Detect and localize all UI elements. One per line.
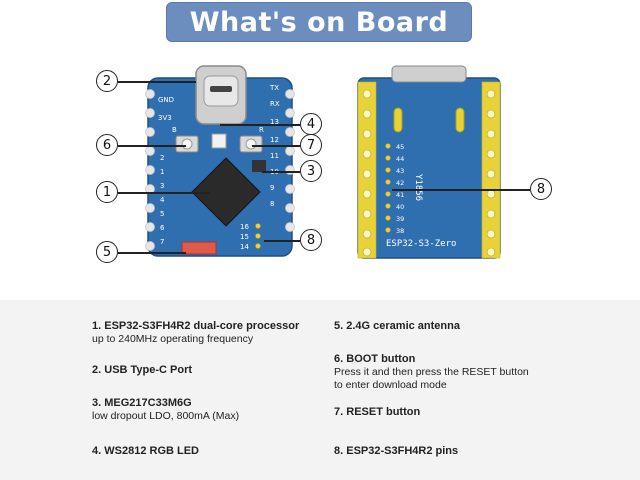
- info-item-8: 8. ESP32-S3FH4R2 pins: [334, 445, 459, 457]
- esp32-chip: [191, 157, 261, 227]
- pin-label-2: 2: [160, 154, 164, 162]
- info-item-2: 2. USB Type-C Port: [92, 364, 193, 376]
- ldo-chip: [252, 160, 266, 172]
- info-item-3: 3. MEG217C33M6G low dropout LDO, 800mA (…: [92, 397, 240, 422]
- pin-label-15: 15: [240, 233, 249, 241]
- leader-7: [252, 145, 300, 147]
- pin-label-5: 5: [160, 210, 164, 218]
- info-item-5: 5. 2.4G ceramic antenna: [334, 320, 460, 332]
- back-silk-model: ESP32-S3-Zero: [386, 239, 456, 249]
- back-pin-40: 40: [396, 203, 404, 211]
- pin-label-14: 14: [240, 243, 249, 251]
- pin-label-4: 4: [160, 196, 165, 204]
- back-pin-44: 44: [396, 155, 404, 163]
- back-pin-41: 41: [396, 191, 404, 199]
- back-silk-code: Y1856: [413, 174, 423, 201]
- pin-label-3: 3: [160, 182, 164, 190]
- leader-2: [118, 81, 196, 83]
- pin-label-13: 13: [270, 118, 279, 126]
- pin-label-3v3: 3V3: [158, 114, 172, 122]
- pin-label-1: 1: [160, 168, 164, 176]
- callout-1: 1: [96, 181, 118, 203]
- pin-label-6: 6: [160, 224, 165, 232]
- back-pin-43: 43: [396, 167, 404, 175]
- description-panel: [0, 300, 640, 480]
- back-pin-42: 42: [396, 179, 404, 187]
- pin-label-gnd: GND: [158, 96, 174, 104]
- callout-5: 5: [96, 241, 118, 263]
- pin-label-7: 7: [160, 238, 164, 246]
- reset-label: R: [259, 126, 264, 134]
- leader-4: [220, 124, 300, 126]
- info-item-6: 6. BOOT button Press it and then press t…: [334, 353, 529, 391]
- callout-8-front: 8: [300, 229, 322, 251]
- leader-1: [118, 192, 210, 194]
- board-front: GND 3V3 1 2 3 4 5 6 7 TX RX 13 12 11 10 …: [145, 65, 295, 257]
- pin-label-12: 12: [270, 136, 279, 144]
- boot-label: B: [172, 126, 177, 134]
- ceramic-antenna: [181, 241, 217, 255]
- leader-8-back: [392, 189, 530, 191]
- info-item-7: 7. RESET button: [334, 406, 421, 418]
- pin-label-tx: TX: [269, 84, 279, 92]
- back-pin-39: 39: [396, 215, 404, 223]
- callout-4: 4: [300, 113, 322, 135]
- title-banner: What's on Board: [166, 2, 472, 42]
- page-title: What's on Board: [189, 6, 449, 38]
- info-item-1: 1. ESP32-S3FH4R2 dual-core processor up …: [92, 320, 300, 345]
- pin-label-9: 9: [270, 184, 274, 192]
- callout-3: 3: [300, 160, 322, 182]
- callout-8-back: 8: [530, 178, 552, 200]
- pin-label-16: 16: [240, 223, 249, 231]
- board-back: 45 44 43 42 41 40 39 38 Y1856 ESP32-S3-Z…: [357, 65, 501, 259]
- pin-label-rx: RX: [270, 100, 280, 108]
- callout-7: 7: [300, 134, 322, 156]
- rgb-led: [211, 133, 227, 149]
- callout-2: 2: [96, 70, 118, 92]
- leader-6: [118, 145, 186, 147]
- pin-label-11: 11: [270, 152, 279, 160]
- info-item-4: 4. WS2812 RGB LED: [92, 445, 199, 457]
- callout-6: 6: [96, 134, 118, 156]
- back-pin-38: 38: [396, 227, 404, 235]
- back-pin-45: 45: [396, 143, 404, 151]
- pin-label-8: 8: [270, 200, 274, 208]
- leader-3: [262, 171, 300, 173]
- leader-5: [118, 252, 186, 254]
- leader-8-front: [264, 240, 300, 242]
